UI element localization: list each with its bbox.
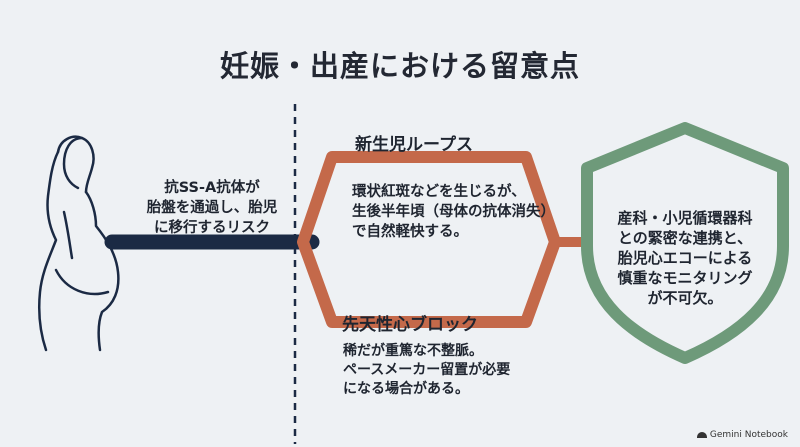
monitoring-line: が不可欠。 [647,289,723,307]
notebook-icon [696,432,707,438]
loop-outline [297,151,561,328]
monitoring-line: 慎重なモニタリング [617,269,753,287]
monitoring-line: 胎児心エコーによる [617,249,753,267]
shield-icon [581,122,789,364]
neonatal-lupus-heading: 新生児ループス [355,135,473,155]
risk-line: 胎盤を通過し、胎児 [146,200,278,216]
risk-text: 抗SS-A抗体が 胎盤を通過し、胎児 に移行するリスク [112,178,312,238]
page-title: 妊娠・出産における留意点 [219,49,580,84]
risk-line: 抗SS-A抗体が [164,180,260,196]
heart-block-line: になる場合がある。 [343,381,469,397]
neonatal-lupus-text: 環状紅斑などを生じるが、 生後半年頃（母体の抗体消失） で自然軽快する。 [352,182,555,242]
credit-label: Gemini Notebook [709,430,788,440]
heart-block-text: 稀だが重篤な不整脈。 ペースメーカー留置が必要 になる場合がある。 [343,342,510,399]
risk-line: に移行するリスク [154,220,270,236]
heart-block-line: ペースメーカー留置が必要 [343,362,511,378]
heart-block-line: 稀だが重篤な不整脈。 [343,343,483,359]
neonatal-lupus-line: 環状紅斑などを生じるが、 [352,184,526,200]
heart-block-heading: 先天性心ブロック [342,315,478,335]
neonatal-lupus-line: 生後半年頃（母体の抗体消失） [352,204,555,220]
neonatal-lupus-line: で自然軽快する。 [352,224,468,240]
pregnant-woman-icon [38,135,120,352]
monitoring-text: 産科・小児循環器科 との緊密な連携と、 胎児心エコーによる 慎重なモニタリング … [590,208,780,308]
monitoring-line: 産科・小児循環器科 [617,209,753,227]
credit-badge: Gemini Notebook [696,430,788,440]
monitoring-line: との緊密な連携と、 [617,229,753,247]
